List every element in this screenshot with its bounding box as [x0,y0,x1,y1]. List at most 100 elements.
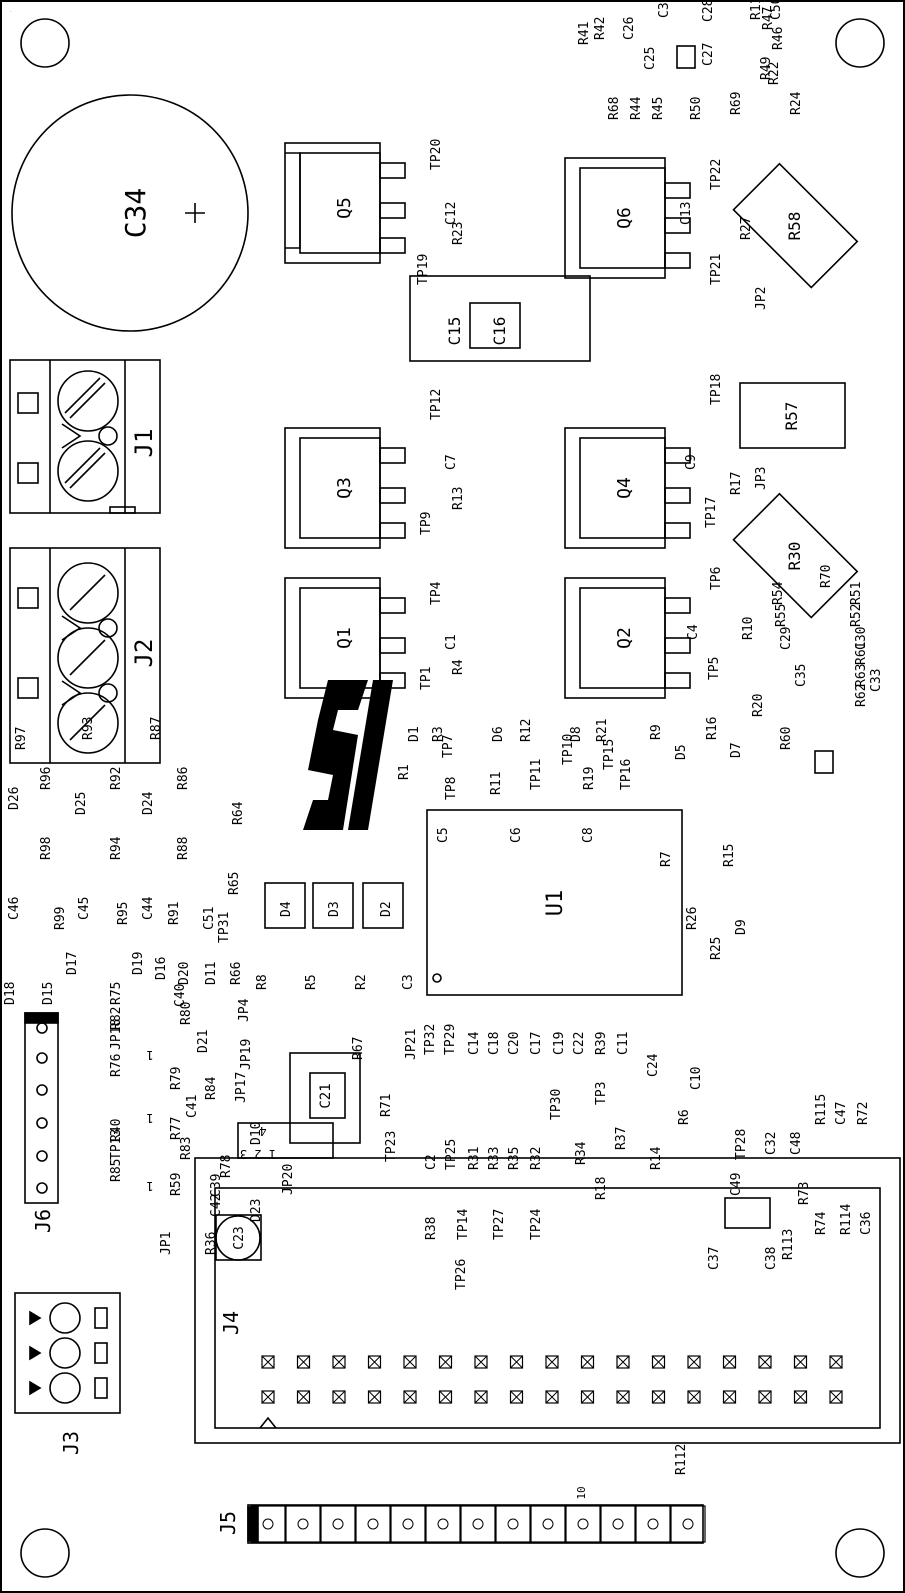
designator-c51: C51 [202,907,217,930]
j5-pin [542,1518,554,1530]
designator-c26: C26 [622,17,637,40]
designator-d8: D8 [569,726,584,742]
j5-pin [437,1518,449,1530]
designator-c47: C47 [834,1102,849,1125]
designator-c9: C9 [684,454,699,470]
j4-pin [793,1390,808,1404]
designator-c33: C33 [869,669,884,692]
designator-r38: R38 [424,1217,439,1240]
designator-c48: C48 [789,1132,804,1155]
j2-label: J2 [130,639,158,668]
designator-r60: R60 [779,727,794,750]
jp20-pin-mark: 1 [146,1179,153,1193]
designator-d3: D3 [327,901,342,917]
designator-tp5: TP5 [707,657,722,680]
j5-pin-pad [460,1505,496,1543]
j4-pin [616,1355,630,1369]
designator-r14: R14 [649,1146,664,1170]
designator-tp14: TP14 [456,1209,471,1240]
j5-pin-pad [425,1505,461,1543]
designator-c4: C4 [686,624,701,640]
designator-r94: R94 [109,836,124,860]
designator-r51: R51 [849,582,864,605]
mosfet-q4: Q4 [564,427,691,549]
mosfet-q6: Q6 [564,157,691,279]
j5-pin-pad [285,1505,321,1543]
designator-tp1: TP1 [419,667,434,690]
designator-c29: C29 [779,627,794,650]
designator-jp17: JP17 [234,1072,249,1103]
designator-c49: C49 [729,1173,744,1196]
designator-r62: R62 [854,684,869,707]
j4-pin [367,1390,382,1404]
designator-r114: R114 [839,1204,854,1235]
designator-c14: C14 [467,1031,482,1055]
designator-c38: C38 [764,1247,779,1270]
designator-r78: R78 [219,1155,234,1178]
designator-tp30: TP30 [549,1089,564,1120]
designator-r67: R67 [351,1037,366,1060]
designator-c46: C46 [7,897,22,920]
j4-pin [829,1355,843,1369]
designator-r2: R2 [354,974,369,990]
designator-d26: D26 [7,787,22,810]
designator-r33: R33 [487,1147,502,1170]
j5-pin-pad [635,1505,671,1543]
j4-pin [545,1390,559,1404]
j5-pin [612,1518,624,1530]
designator-r16: R16 [705,717,720,740]
designator-d2: D2 [379,901,394,917]
st-logo-text: ST [10,11,12,13]
designator-jp2: JP2 [754,287,769,310]
designator-c45: C45 [77,897,92,920]
j4-pin [722,1390,737,1404]
designator-c7: C7 [444,454,459,470]
j4-pin-cross [474,1390,488,1404]
j4-pin-cross [297,1390,310,1404]
designator-r11: R11 [489,772,504,795]
j5-pin-pad [320,1505,356,1543]
j4-pin [367,1355,382,1369]
designator-r36: R36 [204,1232,219,1255]
designator-tp26: TP26 [454,1259,469,1290]
j4-pin [509,1355,524,1369]
designator-c41: C41 [185,1095,200,1118]
c34-label: C34 [119,188,152,239]
designator-r17: R17 [729,472,744,495]
designator-r72: R72 [856,1102,871,1125]
designator-c25: C25 [643,47,658,70]
r30-label: R30 [785,542,804,571]
j4-pin-cross [758,1390,772,1404]
designator-r113: R113 [781,1229,796,1260]
designator-jp19: JP19 [239,1039,254,1070]
q5-label: Q5 [334,197,355,219]
designator-tp11: TP11 [529,759,544,790]
designator-r92: R92 [109,767,124,790]
designator-r24: R24 [789,91,804,115]
designator-tp20: TP20 [429,139,444,170]
designator-c22: C22 [572,1032,587,1055]
designator-r40: R40 [109,1119,124,1142]
designator-tp17: TP17 [704,497,719,528]
designator-r45: R45 [651,97,666,120]
designator-r55: R55 [774,604,789,627]
designator-c39: C39 [209,1174,224,1197]
c21-label: C21 [318,1083,334,1108]
designator-c10: C10 [689,1067,704,1090]
j4-pin-cross [545,1390,559,1404]
j4-pin-cross [403,1390,417,1404]
c23-label: C23 [232,1226,247,1249]
designator-r26: R26 [685,907,700,930]
designator-r19: R19 [582,767,597,790]
j4-pin [580,1390,595,1404]
j4-pin-cross [510,1390,523,1404]
designator-r34: R34 [574,1141,589,1165]
st-logo [303,680,393,830]
designator-r6: R6 [677,1109,692,1125]
mounting-hole-icon [835,18,885,68]
j5-pin-pad [600,1505,636,1543]
j1-label: J1 [130,429,158,458]
j4-pin-cross [474,1355,488,1369]
j4-pin [296,1390,311,1404]
j4-pin [580,1355,595,1369]
